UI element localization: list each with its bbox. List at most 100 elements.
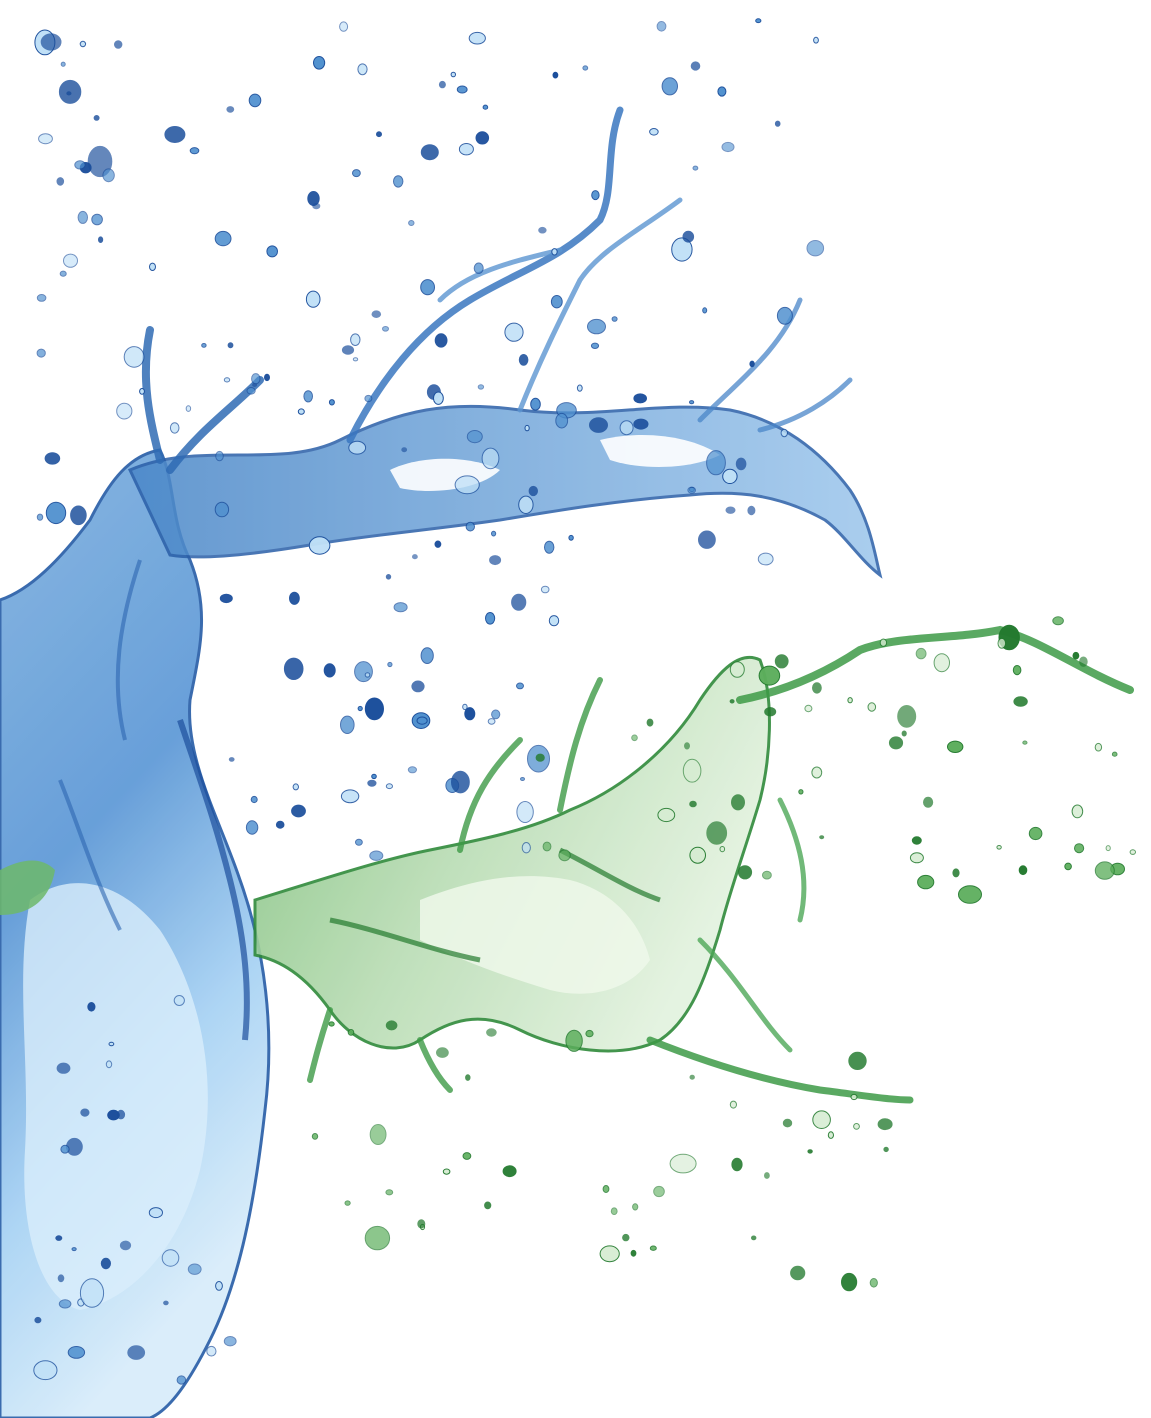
blue-droplet [682, 230, 695, 243]
blue-droplet [450, 71, 456, 78]
green-right-arm [736, 625, 1134, 704]
blue-droplet [491, 530, 497, 537]
blue-droplet [60, 1144, 70, 1154]
blue-droplet [401, 447, 408, 453]
blue-droplet [70, 505, 87, 526]
blue-droplet [189, 147, 200, 155]
green-droplet [909, 852, 924, 864]
green-droplet [1071, 804, 1084, 819]
blue-droplet [251, 373, 261, 385]
blue-droplet [58, 1299, 72, 1309]
blue-column-streak-2 [58, 559, 142, 931]
green-droplet [311, 1133, 319, 1140]
blue-droplet [725, 506, 736, 514]
green-droplet [719, 846, 726, 853]
blue-droplet [590, 342, 600, 349]
blue-droplet [36, 294, 47, 302]
green-droplet [877, 1118, 893, 1131]
green-streak [329, 847, 661, 963]
blue-droplet [148, 1207, 163, 1219]
blue-droplet [735, 457, 747, 471]
blue-droplet [246, 387, 256, 395]
green-droplet [369, 1124, 387, 1145]
blue-droplet [308, 536, 331, 555]
blue-droplet [387, 661, 393, 668]
blue-droplet [465, 521, 475, 532]
blue-droplet [587, 318, 606, 335]
blue-droplet [407, 766, 417, 774]
green-droplet [689, 846, 707, 864]
blue-arm-loop-2 [600, 435, 720, 467]
green-droplet [729, 699, 735, 704]
blue-droplet [77, 210, 89, 224]
blue-droplet [551, 248, 558, 256]
blue-droplet [475, 131, 490, 145]
blue-droplet [456, 85, 468, 94]
green-droplet [1111, 751, 1118, 757]
blue-droplet [71, 1247, 77, 1252]
blue-droplet [36, 513, 44, 521]
green-droplet [853, 1123, 860, 1130]
blue-droplet [516, 801, 534, 823]
green-droplet [911, 836, 922, 845]
green-droplet [610, 1207, 618, 1215]
blue-droplet [698, 530, 716, 549]
green-droplet [1094, 742, 1103, 752]
blue-droplet [589, 417, 608, 433]
green-droplet [848, 1051, 867, 1071]
blue-droplet [201, 343, 207, 348]
blue-droplet [352, 357, 359, 362]
green-droplet [1074, 843, 1085, 854]
green-droplet [599, 1245, 620, 1263]
green-droplet [465, 1074, 471, 1081]
green-droplet [764, 707, 777, 717]
blue-droplet [528, 485, 538, 497]
blue-droplet [813, 36, 819, 44]
blue-droplet [568, 534, 574, 541]
blue-droplet [369, 850, 384, 861]
green-droplet [462, 1152, 472, 1160]
green-droplet [827, 1131, 835, 1139]
blue-droplet [371, 310, 382, 319]
blue-droplet [408, 220, 415, 226]
green-droplet [1018, 865, 1028, 876]
green-body-inner [420, 876, 650, 994]
blue-droplet [671, 237, 693, 262]
green-droplet [729, 1100, 738, 1109]
blue-droplet [40, 33, 62, 51]
green-droplet [657, 807, 676, 823]
green-droplet [901, 730, 907, 737]
blue-droplet [364, 672, 371, 678]
blue-droplet [34, 1316, 42, 1324]
green-droplet [682, 758, 702, 783]
blue-droplet [367, 779, 377, 787]
blue-droplet [722, 468, 738, 484]
blue-droplet [552, 71, 559, 79]
green-droplet [706, 821, 728, 845]
blue-droplet [774, 120, 781, 127]
blue-droplet [38, 133, 53, 145]
blue-splash [0, 106, 883, 1418]
green-droplet [622, 1233, 630, 1242]
blue-droplet [376, 131, 382, 138]
blue-droplet [187, 1263, 202, 1275]
blue-droplet [176, 1375, 187, 1385]
green-droplet [917, 874, 935, 890]
blue-droplet [385, 783, 393, 790]
blue-droplet [114, 40, 123, 49]
blue-droplet [466, 430, 483, 444]
green-droplet [1064, 862, 1072, 871]
blue-droplet [633, 393, 648, 404]
blue-droplet [611, 316, 618, 322]
blue-droplet [357, 63, 368, 76]
green-droplet [689, 1074, 695, 1080]
blue-droplet [340, 789, 360, 804]
blue-droplet [393, 175, 404, 188]
blue-droplet [283, 657, 304, 680]
green-droplet [344, 1200, 351, 1206]
blue-droplet [747, 505, 756, 516]
blue-droplet [173, 995, 185, 1006]
blue-droplet [87, 145, 113, 178]
blue-droplet [161, 1249, 180, 1267]
